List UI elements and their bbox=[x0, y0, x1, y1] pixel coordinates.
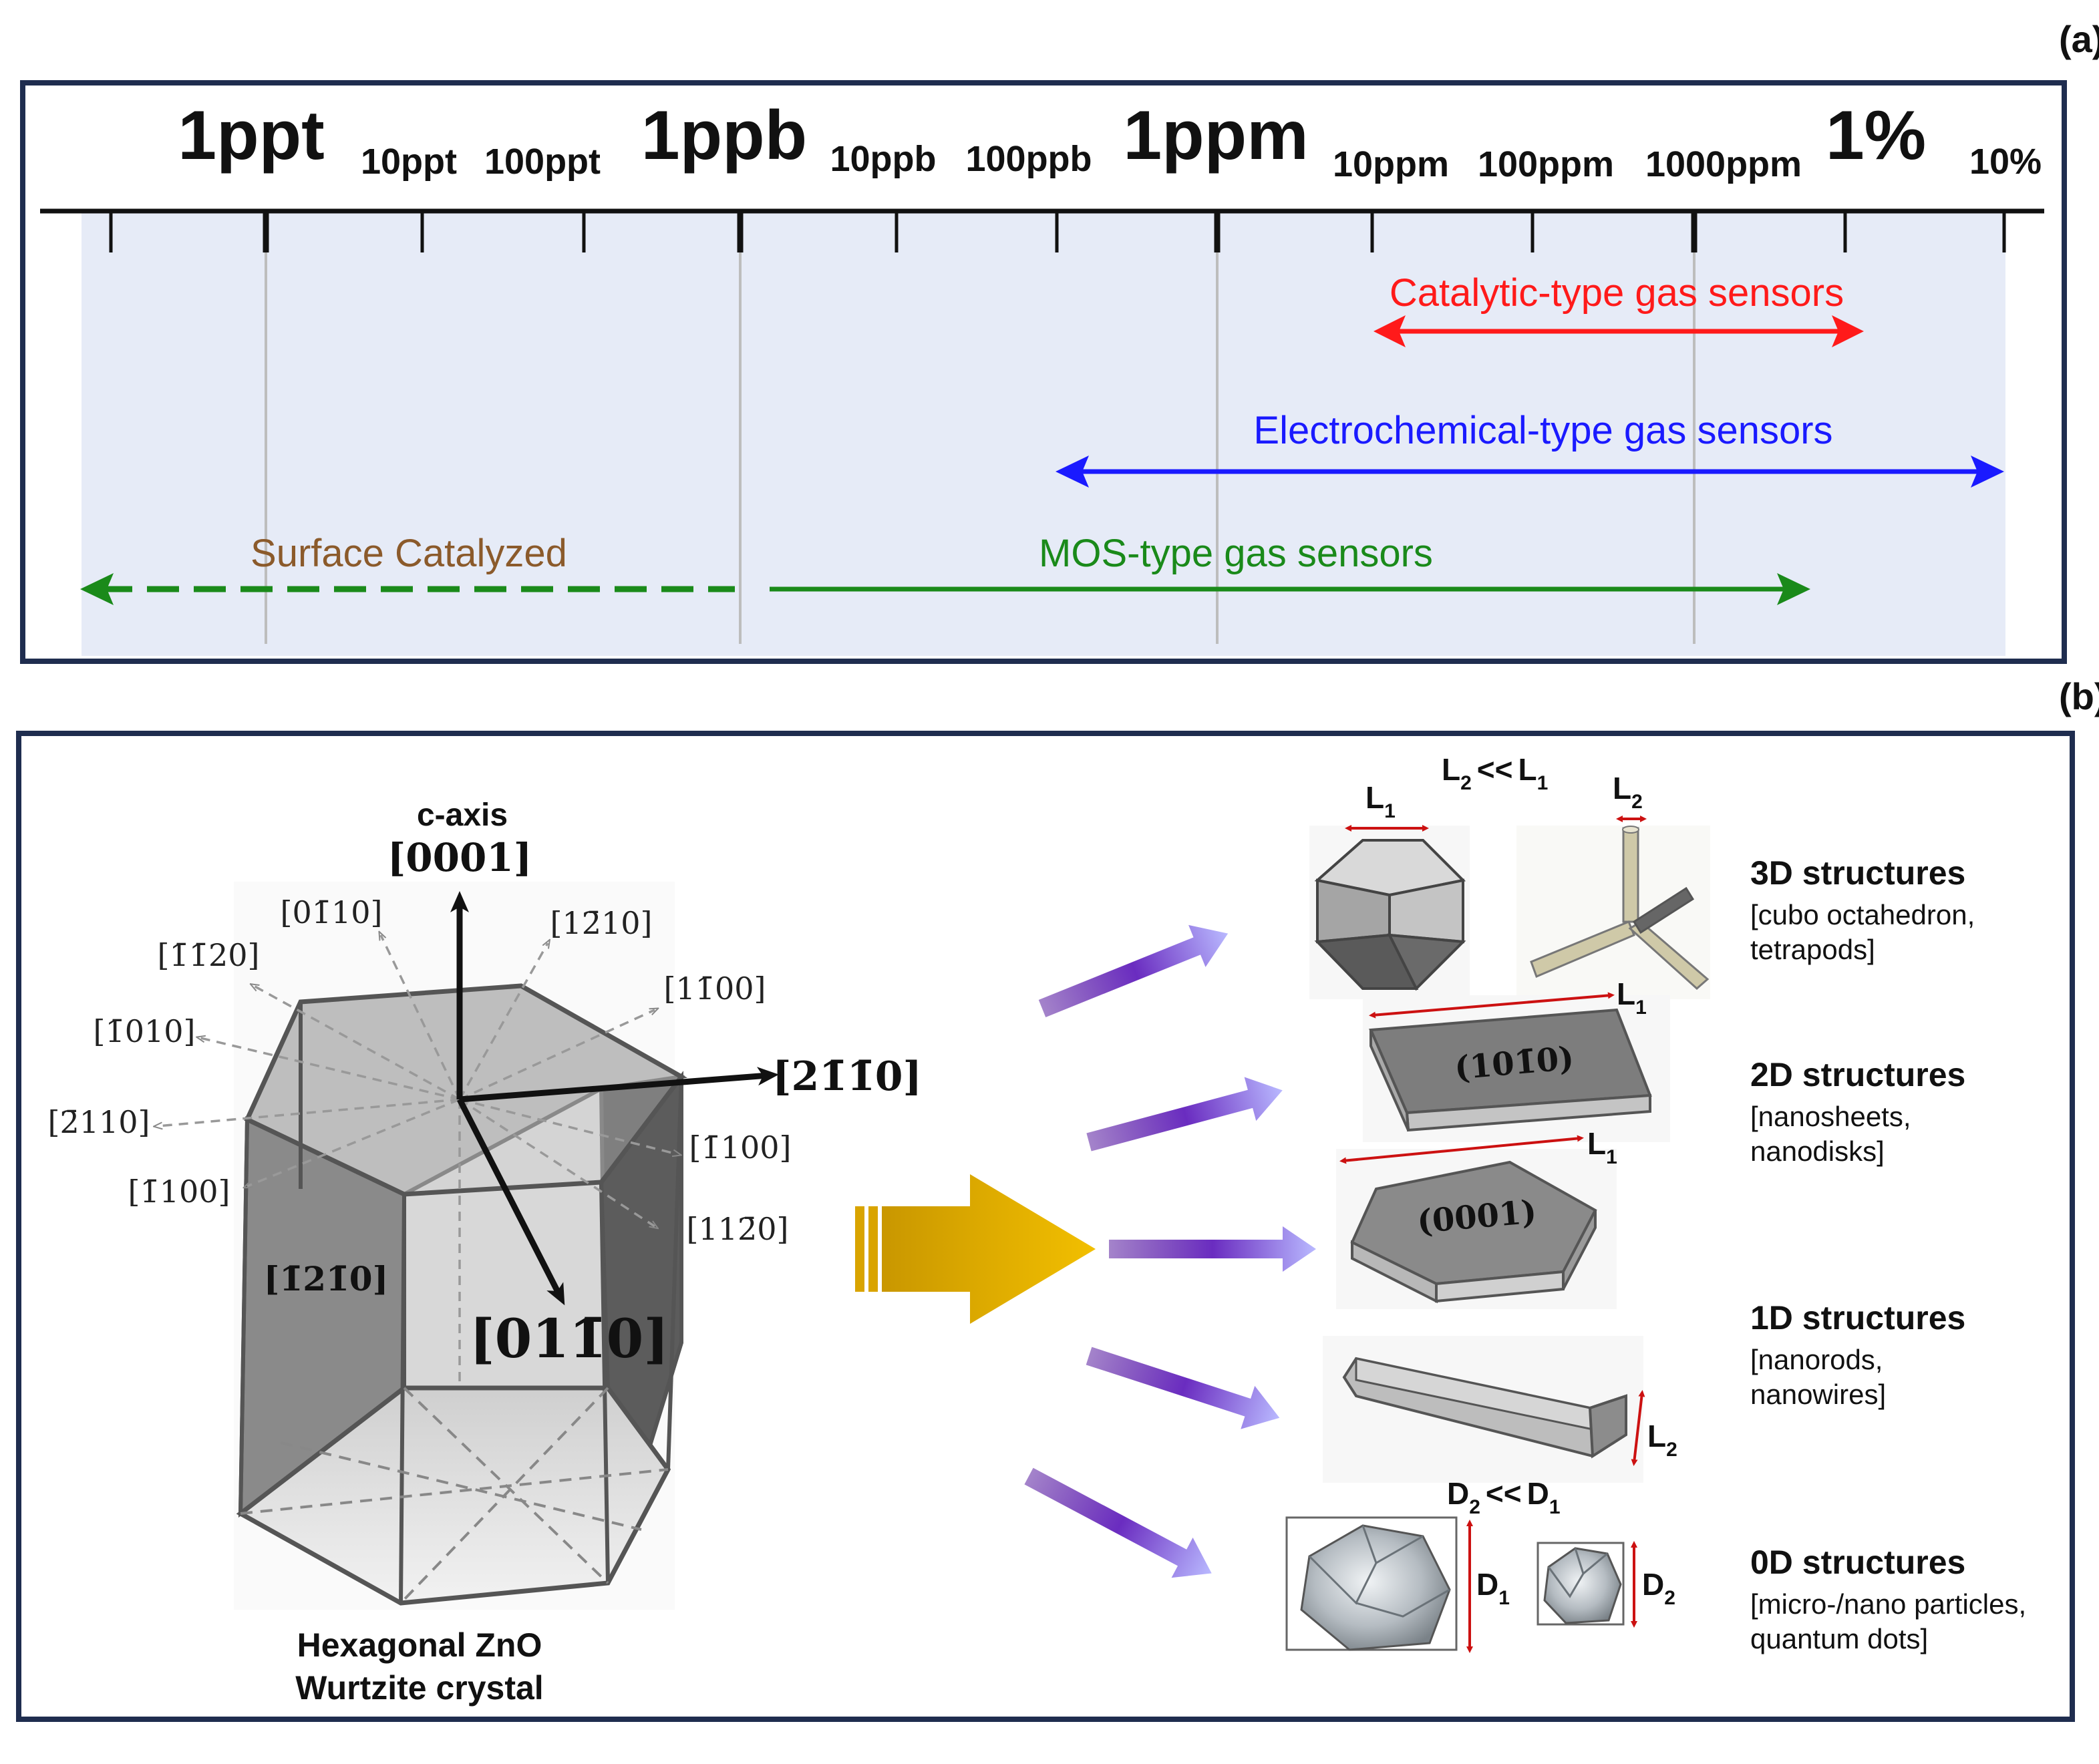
crystal-caption-line2: Wurtzite crystal bbox=[295, 1669, 543, 1707]
svg-text:L1: L1 bbox=[1587, 1126, 1617, 1168]
tick-label-10ppm: 10ppm bbox=[1333, 144, 1449, 184]
rel-D2: D bbox=[1447, 1476, 1469, 1511]
dim-L1-disk-sub: 1 bbox=[1606, 1146, 1617, 1168]
rel-L2: L bbox=[1442, 752, 1460, 787]
rel-D1: D bbox=[1527, 1476, 1549, 1511]
tick-label-1pct: 1% bbox=[1826, 97, 1926, 174]
dir-label-1120: [1̄1̄20] bbox=[158, 937, 260, 973]
svg-text:D1: D1 bbox=[1476, 1567, 1510, 1609]
svg-text:L2: L2 bbox=[1647, 1419, 1677, 1461]
dim-L1-3d: L bbox=[1365, 780, 1384, 815]
dim-L2-3d-sub: 2 bbox=[1631, 791, 1643, 813]
c-axis-label: c-axis bbox=[417, 798, 508, 833]
dim-L1-disk: L bbox=[1587, 1126, 1606, 1161]
structure-descriptions: 3D structures [cubo octahedron, tetrapod… bbox=[1750, 854, 2026, 1654]
rel-L1-sub: 1 bbox=[1537, 772, 1549, 794]
s2d-desc2: nanodisks] bbox=[1750, 1135, 1885, 1167]
tick-label-100ppm: 100ppm bbox=[1478, 144, 1614, 184]
s3d-title: 3D structures bbox=[1750, 854, 1965, 892]
crystal-caption-line1: Hexagonal ZnO bbox=[297, 1626, 542, 1664]
svg-text:D2<<D1: D2<<D1 bbox=[1447, 1476, 1561, 1518]
surface-catalyzed-label: Surface Catalyzed bbox=[251, 532, 567, 575]
tick-label-10ppt: 10ppt bbox=[361, 142, 457, 182]
mos-label: MOS-type gas sensors bbox=[1039, 532, 1433, 575]
rel-D1-sub: 1 bbox=[1549, 1496, 1561, 1518]
s3d-desc1: [cubo octahedron, bbox=[1750, 899, 1975, 930]
svg-text:L2: L2 bbox=[1613, 771, 1643, 813]
s1d-desc2: nanowires] bbox=[1750, 1379, 1886, 1410]
catalytic-label: Catalytic-type gas sensors bbox=[1390, 271, 1844, 315]
electrochemical-range-arrow bbox=[1056, 456, 2004, 488]
gold-arrow bbox=[855, 1174, 1096, 1324]
dim-L2-3d: L bbox=[1613, 771, 1631, 806]
tetrapod bbox=[1516, 826, 1710, 999]
particles: D2<<D1 D1 D2 bbox=[1285, 1476, 1675, 1653]
s3d-desc2: tetrapods] bbox=[1750, 934, 1875, 965]
zno-crystal: c-axis [0001] [21̄1̄0] [011̄0] [1̄21̄0] … bbox=[48, 798, 922, 1707]
c-axis-index: [0001] bbox=[387, 835, 532, 880]
dim-D1: D bbox=[1476, 1567, 1498, 1602]
tick-label-100ppt: 100ppt bbox=[484, 142, 601, 182]
dir-label-1100-right: [1̄100] bbox=[689, 1129, 792, 1166]
dim-D2-sub: 2 bbox=[1664, 1587, 1675, 1609]
panel-a: (a) 1ppt 1p bbox=[20, 18, 2099, 664]
nanosheet: (101̄0) L1 bbox=[1363, 977, 1670, 1142]
s0d-desc2: quantum dots] bbox=[1750, 1623, 1928, 1654]
s2d-desc1: [nanosheets, bbox=[1750, 1101, 1911, 1132]
panel-b: (b) bbox=[16, 675, 2099, 1722]
dim-D1-sub: 1 bbox=[1498, 1587, 1510, 1609]
tick-label-10ppb: 10ppb bbox=[830, 139, 936, 179]
s1d-title: 1D structures bbox=[1750, 1299, 1965, 1337]
tick-label-1ppm: 1ppm bbox=[1123, 97, 1308, 174]
guide-lines bbox=[265, 211, 1696, 644]
dir-label-2110: [2̄110] bbox=[48, 1104, 150, 1140]
rel-L1: L bbox=[1518, 752, 1537, 787]
dim-3d: L1 L2 L2<<L1 bbox=[1345, 752, 1647, 832]
svg-text:L1: L1 bbox=[1365, 780, 1396, 822]
s0d-title: 0D structures bbox=[1750, 1544, 1965, 1581]
panel-b-tag: (b) bbox=[2059, 675, 2099, 717]
dim-L1-2d-sub: 1 bbox=[1635, 997, 1647, 1019]
axis-ticks bbox=[109, 211, 2006, 252]
dim-D2: D bbox=[1642, 1567, 1664, 1602]
dir-label-2110-bold: [21̄1̄0] bbox=[772, 1053, 922, 1100]
tick-label-10pct: 10% bbox=[1969, 142, 2042, 182]
face-label-1210: [1̄21̄0] bbox=[264, 1259, 388, 1298]
dim-L1-3d-sub: 1 bbox=[1384, 800, 1396, 822]
nanorod: L2 bbox=[1323, 1336, 1677, 1483]
catalytic-range-arrow bbox=[1374, 315, 1864, 347]
svg-text:D2: D2 bbox=[1642, 1567, 1675, 1609]
dir-label-0110: [01̄10] bbox=[281, 894, 383, 930]
s2d-title: 2D structures bbox=[1750, 1056, 1965, 1093]
rel-D2-sub: 2 bbox=[1469, 1496, 1480, 1518]
purple-arrows bbox=[1024, 924, 1316, 1578]
s0d-desc1: [micro-/nano particles, bbox=[1750, 1588, 2026, 1620]
tick-label-1ppt: 1ppt bbox=[178, 97, 325, 174]
tick-label-1000ppm: 1000ppm bbox=[1645, 144, 1802, 184]
mos-range-arrow bbox=[80, 573, 1810, 605]
svg-text:L2<<L1: L2<<L1 bbox=[1442, 752, 1548, 794]
cubo-octahedron bbox=[1309, 826, 1470, 999]
svg-text:L1: L1 bbox=[1617, 977, 1647, 1019]
rel-L2-sub: 2 bbox=[1460, 772, 1472, 794]
tick-label-1ppb: 1ppb bbox=[641, 97, 807, 174]
dim-L2-1d-sub: 2 bbox=[1666, 1439, 1677, 1461]
dir-label-1100-top: [11̄00] bbox=[664, 971, 766, 1007]
dim-L1-2d: L bbox=[1617, 977, 1635, 1011]
panel-a-tag: (a) bbox=[2059, 18, 2099, 60]
tick-label-100ppb: 100ppb bbox=[965, 139, 1092, 179]
dir-label-1120-right: [112̄0] bbox=[687, 1211, 789, 1247]
face-label-0110: [011̄0] bbox=[470, 1307, 669, 1370]
dir-label-1100-left: [1̄100] bbox=[128, 1174, 230, 1210]
rel-3d-ll: << bbox=[1477, 752, 1513, 787]
electrochemical-label: Electrochemical-type gas sensors bbox=[1253, 409, 1832, 452]
s1d-desc1: [nanorods, bbox=[1750, 1344, 1883, 1375]
dir-label-1210: [12̄10] bbox=[550, 905, 653, 941]
rel-0d-ll: << bbox=[1486, 1476, 1522, 1511]
concentration-band bbox=[82, 211, 2005, 656]
dim-L2-1d: L bbox=[1647, 1419, 1666, 1453]
nanodisk: (0001) L1 bbox=[1336, 1126, 1617, 1309]
dir-label-1010: [1̄010] bbox=[94, 1013, 196, 1049]
